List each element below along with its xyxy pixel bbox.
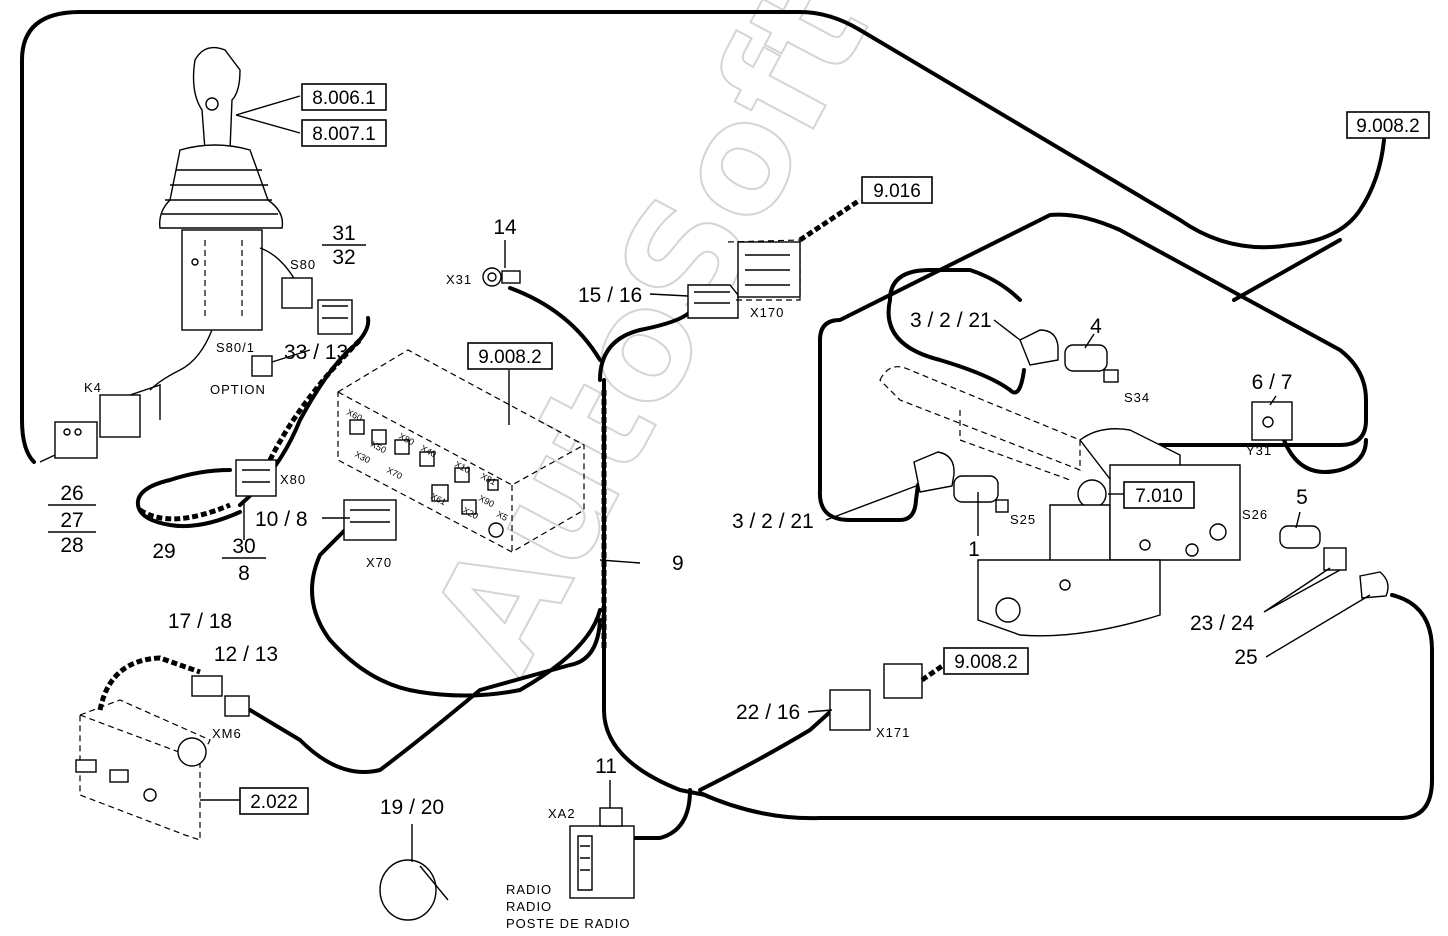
ref-8-006-1: 8.006.1: [301, 83, 387, 111]
callout-12-13: 12 / 13: [214, 643, 278, 666]
plug-3-2-21-top: [1019, 329, 1059, 366]
callouts: 31 32 14 15 / 16 33 / 13 26 27 28 29 30 …: [48, 216, 1308, 819]
ref-7-010: 7.010: [1123, 481, 1195, 509]
label-k4: K4: [84, 380, 102, 395]
svg-text:X5: X5: [495, 509, 509, 523]
connector-s80-1: [251, 355, 273, 377]
callout-32: 32: [332, 246, 355, 269]
callout-15-16: 15 / 16: [578, 284, 642, 307]
callout-19-20: 19 / 20: [380, 796, 444, 819]
callout-31: 31: [332, 222, 355, 245]
callout-17-18: 17 / 18: [168, 610, 232, 633]
connector-x170: [687, 197, 862, 319]
label-s25: S25: [1010, 512, 1036, 527]
ref-9-008-2-mid: 9.008.2: [467, 342, 553, 370]
svg-text:X30: X30: [353, 449, 372, 465]
sensor-s25: [953, 475, 1009, 513]
callout-14: 14: [493, 216, 517, 239]
callout-30: 30: [232, 535, 255, 558]
label-s26: S26: [1242, 507, 1268, 522]
sensor-s26: [1279, 525, 1389, 599]
callout-9: 9: [672, 552, 684, 575]
radio-line-3: POSTE DE RADIO: [506, 916, 631, 931]
sensor-s34: [1064, 344, 1119, 383]
switch-unit-xm6: [75, 655, 250, 841]
svg-text:7.010: 7.010: [1135, 486, 1183, 507]
ref-2-022: 2.022: [239, 787, 309, 815]
main-harness: [20, 10, 1434, 840]
connector-k4: [39, 384, 161, 463]
connector-x171: [829, 659, 950, 731]
svg-text:9.008.2: 9.008.2: [478, 347, 541, 368]
label-s80: S80: [290, 257, 316, 272]
connector-x70: [343, 499, 397, 541]
label-s34: S34: [1124, 390, 1150, 405]
callout-8: 8: [238, 562, 250, 585]
label-x171: X171: [876, 725, 910, 740]
callout-22-16: 22 / 16: [736, 701, 800, 724]
callout-28: 28: [60, 534, 83, 557]
svg-text:9.008.2: 9.008.2: [954, 652, 1017, 673]
radio-line-1: RADIO: [506, 882, 552, 897]
callout-1: 1: [968, 538, 980, 561]
valve-y31: [1251, 401, 1293, 441]
callout-5: 5: [1296, 486, 1308, 509]
steering-unit: [879, 366, 1241, 637]
ref-9-016: 9.016: [861, 176, 933, 204]
callout-6-7: 6 / 7: [1252, 371, 1293, 394]
svg-text:9.016: 9.016: [873, 181, 921, 202]
label-y31: Y31: [1246, 443, 1272, 458]
callout-10-8: 10 / 8: [255, 508, 308, 531]
label-x80: X80: [280, 472, 306, 487]
cable-tie: [379, 859, 449, 921]
callout-25: 25: [1234, 646, 1257, 669]
joystick-assembly: [149, 46, 296, 391]
label-xm6: XM6: [212, 726, 242, 741]
leader-lines: [200, 95, 1371, 862]
callout-23-24: 23 / 24: [1190, 612, 1255, 635]
connector-xa2: [569, 807, 635, 899]
plug-3-2-21-mid: [913, 451, 955, 493]
callout-27: 27: [60, 509, 83, 532]
callout-3-2-21-top: 3 / 2 / 21: [910, 309, 992, 332]
svg-text:X70: X70: [385, 465, 404, 481]
label-x31: X31: [446, 272, 472, 287]
svg-text:8.007.1: 8.007.1: [312, 124, 375, 145]
label-s80-1: S80/1: [216, 340, 255, 355]
connector-x31: [482, 267, 521, 287]
callout-3-2-21-mid: 3 / 2 / 21: [732, 510, 814, 533]
callout-29: 29: [152, 540, 175, 563]
ref-8-007-1: 8.007.1: [301, 119, 387, 147]
svg-text:8.006.1: 8.006.1: [312, 88, 375, 109]
connector-s80: [281, 277, 353, 335]
ref-9-008-2-top: 9.008.2: [1346, 111, 1430, 139]
callout-33-13: 33 / 13: [284, 341, 348, 364]
callout-11: 11: [595, 755, 617, 778]
svg-text:2.022: 2.022: [250, 792, 298, 813]
label-x170: X170: [750, 305, 784, 320]
radio-line-2: RADIO: [506, 899, 552, 914]
label-xa2: XA2: [548, 806, 576, 821]
label-option: OPTION: [210, 382, 266, 397]
connector-x80: [235, 459, 277, 497]
callout-4: 4: [1090, 315, 1102, 338]
label-x70: X70: [366, 555, 392, 570]
svg-text:9.008.2: 9.008.2: [1356, 116, 1419, 137]
fuse-box: [337, 349, 585, 553]
connector-labels: S80 S80/1 OPTION K4 X31 X170 X80 X70 S34…: [84, 257, 1272, 931]
callout-26: 26: [60, 482, 83, 505]
ref-9-008-2-low: 9.008.2: [943, 647, 1029, 675]
